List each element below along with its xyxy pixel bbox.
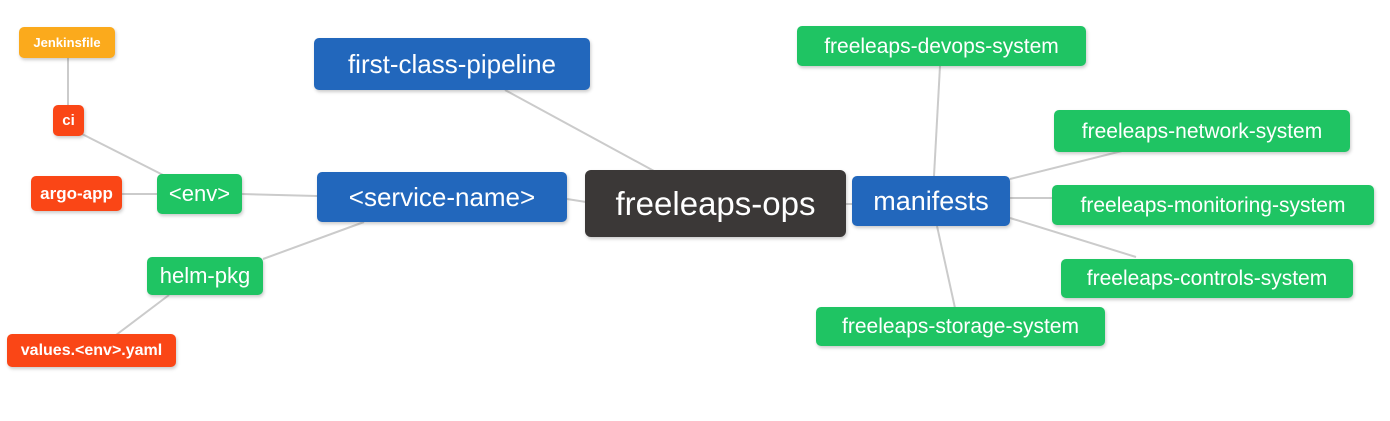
node-jenkinsfile[interactable]: Jenkinsfile xyxy=(19,27,115,58)
node-first-class-pipeline[interactable]: first-class-pipeline xyxy=(314,38,590,90)
node-freeleaps-storage-system[interactable]: freeleaps-storage-system xyxy=(816,307,1105,346)
edge-manifests-network xyxy=(1009,150,1123,180)
node-freeleaps-network-system[interactable]: freeleaps-network-system xyxy=(1054,110,1350,152)
edge-service-name-helm-pkg xyxy=(262,221,365,260)
edge-helm-pkg-values xyxy=(115,294,170,336)
node-env[interactable]: <env> xyxy=(157,174,242,214)
node-freeleaps-ops-root[interactable]: freeleaps-ops xyxy=(585,170,846,237)
edge-manifests-storage xyxy=(936,225,956,309)
node-manifests[interactable]: manifests xyxy=(852,176,1010,226)
node-helm-pkg[interactable]: helm-pkg xyxy=(147,257,263,295)
node-argo-app[interactable]: argo-app xyxy=(31,176,122,211)
edge-manifests-devops xyxy=(933,65,941,177)
edge-pipeline-root xyxy=(504,89,655,172)
node-freeleaps-devops-system[interactable]: freeleaps-devops-system xyxy=(797,26,1086,66)
node-ci[interactable]: ci xyxy=(53,105,84,136)
node-freeleaps-monitoring-system[interactable]: freeleaps-monitoring-system xyxy=(1052,185,1374,225)
node-service-name[interactable]: <service-name> xyxy=(317,172,567,222)
edge-manifests-controls xyxy=(1009,217,1137,258)
node-values-env-yaml[interactable]: values.<env>.yaml xyxy=(7,334,176,367)
edge-ci-env xyxy=(81,133,168,178)
node-freeleaps-controls-system[interactable]: freeleaps-controls-system xyxy=(1061,259,1353,298)
edge-service-name-root xyxy=(566,198,587,203)
edge-env-service-name xyxy=(241,193,318,197)
